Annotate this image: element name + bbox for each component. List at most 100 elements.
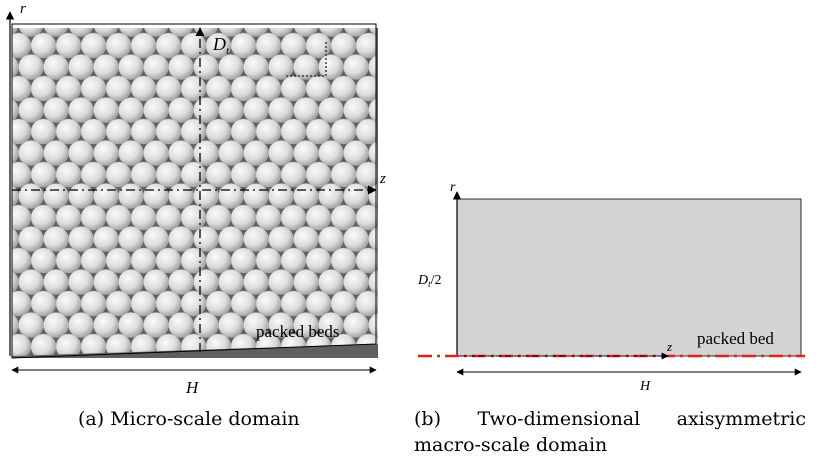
sphere (80, 247, 107, 274)
sphere (143, 97, 169, 123)
sphere (193, 226, 219, 252)
sphere (130, 204, 157, 231)
sphere (330, 290, 357, 317)
caption-b: (b) Two-dimensional axisymmetric macro-s… (414, 406, 806, 458)
sphere (330, 247, 357, 274)
sphere (105, 247, 132, 274)
sphere (193, 54, 219, 80)
sphere (230, 290, 257, 317)
sphere (55, 75, 82, 102)
sphere (155, 247, 182, 274)
sphere (43, 312, 69, 338)
sphere (155, 118, 182, 145)
sphere (68, 355, 94, 356)
caption-b-part-3: axisymmetric (676, 408, 806, 430)
sphere (43, 28, 69, 37)
sphere (168, 183, 194, 209)
sphere (143, 54, 169, 80)
sphere (305, 247, 332, 274)
sphere (230, 75, 257, 102)
sphere (43, 54, 69, 80)
sphere (368, 269, 378, 295)
sphere (305, 161, 332, 188)
sphere (68, 28, 94, 37)
sphere (230, 247, 257, 274)
sphere (68, 97, 94, 123)
macro-bed-label: packed bed (697, 329, 774, 348)
sphere (155, 204, 182, 231)
sphere (205, 247, 232, 274)
sphere (218, 54, 244, 80)
sphere (43, 226, 69, 252)
sphere (205, 204, 232, 231)
sphere (293, 355, 319, 356)
sphere (105, 75, 132, 102)
sphere (180, 118, 207, 145)
sphere (93, 312, 119, 338)
sphere (93, 28, 119, 37)
sphere (218, 269, 244, 295)
sphere (180, 290, 207, 317)
sphere (368, 54, 378, 80)
sphere (268, 140, 294, 166)
sphere (268, 355, 294, 356)
sphere (118, 28, 144, 37)
sphere (55, 161, 82, 188)
sphere (368, 28, 378, 37)
sphere (218, 226, 244, 252)
sphere (293, 183, 319, 209)
sphere (180, 32, 207, 59)
sphere (330, 118, 357, 145)
sphere (180, 75, 207, 102)
sphere (343, 140, 369, 166)
sphere (80, 161, 107, 188)
sphere (355, 247, 378, 274)
sphere (143, 140, 169, 166)
sphere (230, 204, 257, 231)
sphere (368, 226, 378, 252)
micro-domain (11, 23, 378, 359)
sphere (343, 269, 369, 295)
sphere (205, 290, 232, 317)
sphere (105, 32, 132, 59)
sphere (368, 312, 378, 338)
sphere (80, 118, 107, 145)
sphere (205, 161, 232, 188)
sphere (143, 312, 169, 338)
sphere (18, 183, 44, 209)
sphere (168, 97, 194, 123)
sphere (180, 247, 207, 274)
sphere (218, 183, 244, 209)
sphere (118, 226, 144, 252)
sphere (280, 290, 307, 317)
sphere (105, 290, 132, 317)
sphere (243, 355, 269, 356)
sphere (318, 355, 344, 356)
sphere (343, 183, 369, 209)
sphere (168, 355, 194, 356)
sphere (318, 140, 344, 166)
macro-domain (456, 198, 802, 357)
sphere (68, 269, 94, 295)
sphere (355, 204, 378, 231)
sphere (343, 355, 369, 356)
sphere (18, 269, 44, 295)
sphere (268, 183, 294, 209)
sphere (55, 247, 82, 274)
sphere (305, 75, 332, 102)
inset-marker (286, 40, 327, 77)
sphere (155, 75, 182, 102)
sphere (18, 312, 44, 338)
sphere (168, 140, 194, 166)
sphere (218, 97, 244, 123)
sphere (168, 269, 194, 295)
sphere (305, 32, 332, 59)
sphere (193, 269, 219, 295)
caption-b-part-1: (b) (414, 408, 441, 430)
sphere (193, 97, 219, 123)
sphere (118, 54, 144, 80)
sphere (305, 290, 332, 317)
macro-radius-label: Dt/2 (417, 273, 442, 289)
sphere (218, 355, 244, 356)
sphere (168, 312, 194, 338)
